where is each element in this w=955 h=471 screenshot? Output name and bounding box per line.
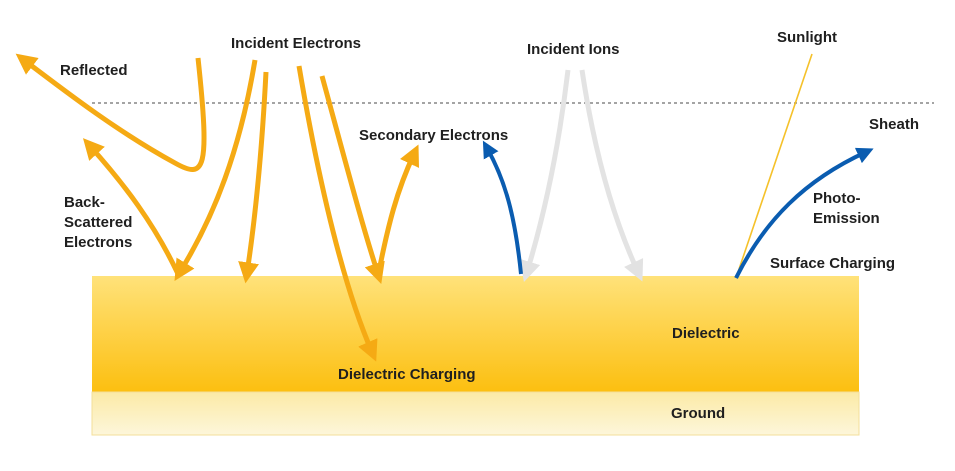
incident-electron-arrow-2 — [238, 71, 269, 284]
label-surface-charging: Surface Charging — [770, 255, 895, 272]
sunlight-ray — [735, 53, 813, 279]
label-back-scattered-1: Back- — [64, 194, 105, 211]
label-photo-emission-1: Photo- — [813, 190, 860, 207]
label-back-scattered-2: Scattered — [64, 214, 132, 231]
label-reflected: Reflected — [60, 62, 128, 79]
secondary-electron-arrow — [375, 144, 420, 277]
dielectric-charging-arrow — [296, 65, 378, 362]
ground-layer — [91, 391, 860, 436]
label-incident-ions: Incident Ions — [527, 41, 620, 58]
incident-electron-arrow-3 — [319, 75, 385, 284]
label-back-scattered-3: Electrons — [64, 234, 132, 251]
reflected-electron-arrow — [15, 53, 207, 172]
label-dielectric: Dielectric — [672, 325, 740, 342]
ion-arrow-right — [579, 69, 644, 282]
ion-arrow-left — [520, 69, 571, 283]
photo-emission-arrow — [734, 147, 874, 279]
label-dielectric-charging: Dielectric Charging — [338, 366, 476, 383]
back-scattered-electron-arrow — [82, 138, 181, 276]
incident-electron-arrow-1 — [174, 59, 258, 281]
dielectric-layer — [92, 276, 859, 392]
label-secondary-electrons: Secondary Electrons — [359, 127, 508, 144]
label-photo-emission-2: Emission — [813, 210, 880, 227]
label-sunlight: Sunlight — [777, 29, 837, 46]
ion-secondary-electron-arrow — [482, 140, 523, 275]
label-sheath: Sheath — [869, 116, 919, 133]
label-incident-electrons: Incident Electrons — [231, 35, 361, 52]
label-ground: Ground — [671, 405, 725, 422]
